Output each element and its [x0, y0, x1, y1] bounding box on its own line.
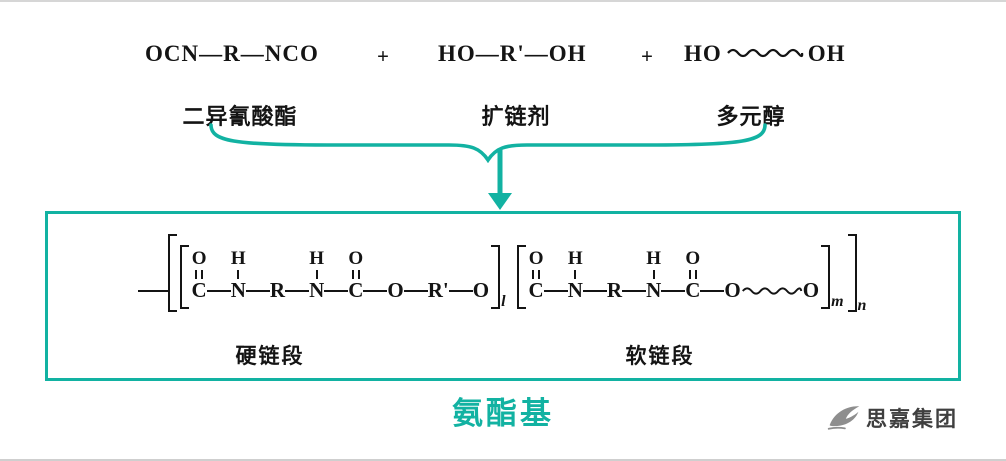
- chain-extender-formula: HO—R'—OH: [438, 41, 587, 66]
- chain-bond: [543, 289, 568, 292]
- wavy-bond-icon: [726, 48, 804, 57]
- chain-bond: [403, 289, 428, 292]
- atom-group: O: [473, 280, 489, 301]
- segment-open-bracket: [516, 245, 526, 309]
- double-bond: [532, 269, 541, 279]
- atom-C: C: [348, 278, 364, 302]
- single-bond: [652, 269, 655, 279]
- chain-extender-label: 扩链剂: [481, 104, 551, 129]
- outer-subscript: n: [857, 297, 867, 314]
- wavy-bond-icon: [741, 287, 802, 295]
- hard-segment-label: 硬链段: [235, 345, 305, 368]
- atom-N: N: [309, 278, 325, 302]
- atom-group: O: [803, 280, 819, 301]
- atom-O: O: [528, 248, 544, 269]
- single-bond: [237, 269, 240, 279]
- outer-open-bracket: [167, 234, 177, 312]
- atom-group: O: [724, 280, 740, 301]
- single-bond: [574, 269, 577, 279]
- polyol-ho-text: HO: [684, 41, 722, 66]
- atom-H: H: [646, 248, 662, 269]
- atom-O: O: [472, 278, 490, 302]
- outer-close-bracket: [847, 234, 857, 312]
- atom-O: O: [724, 278, 741, 302]
- double-bond: [351, 269, 360, 279]
- chain-bond: [582, 289, 607, 292]
- atom-H: H: [567, 248, 583, 269]
- segment-close-bracket: [491, 245, 501, 309]
- segment-close-bracket: [821, 245, 831, 309]
- down-arrow-icon: [488, 149, 512, 210]
- chain-bond: [448, 289, 473, 292]
- atom-group: O: [387, 280, 403, 301]
- atom-O: O: [685, 248, 701, 269]
- atom-H: H: [230, 248, 246, 269]
- chain-bond: [363, 289, 388, 292]
- bracket-subscript: m: [831, 293, 844, 310]
- atom-R': R': [427, 278, 449, 302]
- polyol-formula: HO OH: [684, 42, 846, 65]
- atom-group: R: [270, 280, 285, 301]
- urethane-group-caption: 氨酯基: [452, 396, 554, 431]
- atom-C: C: [528, 278, 544, 302]
- atom-R: R: [269, 278, 286, 302]
- double-bond: [688, 269, 697, 279]
- combine-underbrace-icon: [209, 123, 767, 163]
- plus-sign: +: [641, 44, 653, 68]
- atom-C: C: [191, 278, 207, 302]
- soft-segment-label: 软链段: [625, 345, 695, 368]
- plus-sign: +: [377, 44, 389, 68]
- atom-O: O: [387, 278, 404, 302]
- atom-O: O: [191, 248, 207, 269]
- atom-N: N: [646, 278, 662, 302]
- chain-bond: [622, 289, 647, 292]
- segment-open-bracket: [179, 245, 189, 309]
- polyol-label: 多元醇: [716, 104, 786, 129]
- atom-C: C: [685, 278, 701, 302]
- chain-bond: [661, 289, 686, 292]
- atom-H: H: [309, 248, 325, 269]
- chain-bond: [245, 289, 270, 292]
- atom-group: R': [428, 280, 449, 301]
- brand-name: 思嘉集团: [866, 408, 958, 431]
- single-bond: [315, 269, 318, 279]
- brand-footer: 思嘉集团: [826, 403, 958, 433]
- sijia-logo-icon: [827, 406, 860, 430]
- bracket-subscript: l: [501, 293, 506, 310]
- atom-group: R: [607, 280, 622, 301]
- chain-bond: [324, 289, 349, 292]
- atom-O: O: [348, 248, 364, 269]
- chain-bond: [206, 289, 231, 292]
- diisocyanate-formula: OCN—R—NCO: [145, 41, 319, 66]
- diisocyanate-label: 二异氰酸酯: [182, 104, 298, 129]
- atom-R: R: [606, 278, 623, 302]
- chain-bond: [285, 289, 310, 292]
- double-bond: [195, 269, 204, 279]
- polyol-oh-text: OH: [807, 41, 846, 66]
- chain-bond: [700, 289, 725, 292]
- atom-N: N: [230, 278, 246, 302]
- atom-N: N: [567, 278, 583, 302]
- atom-O: O: [802, 278, 820, 302]
- chain-bond: [137, 289, 168, 292]
